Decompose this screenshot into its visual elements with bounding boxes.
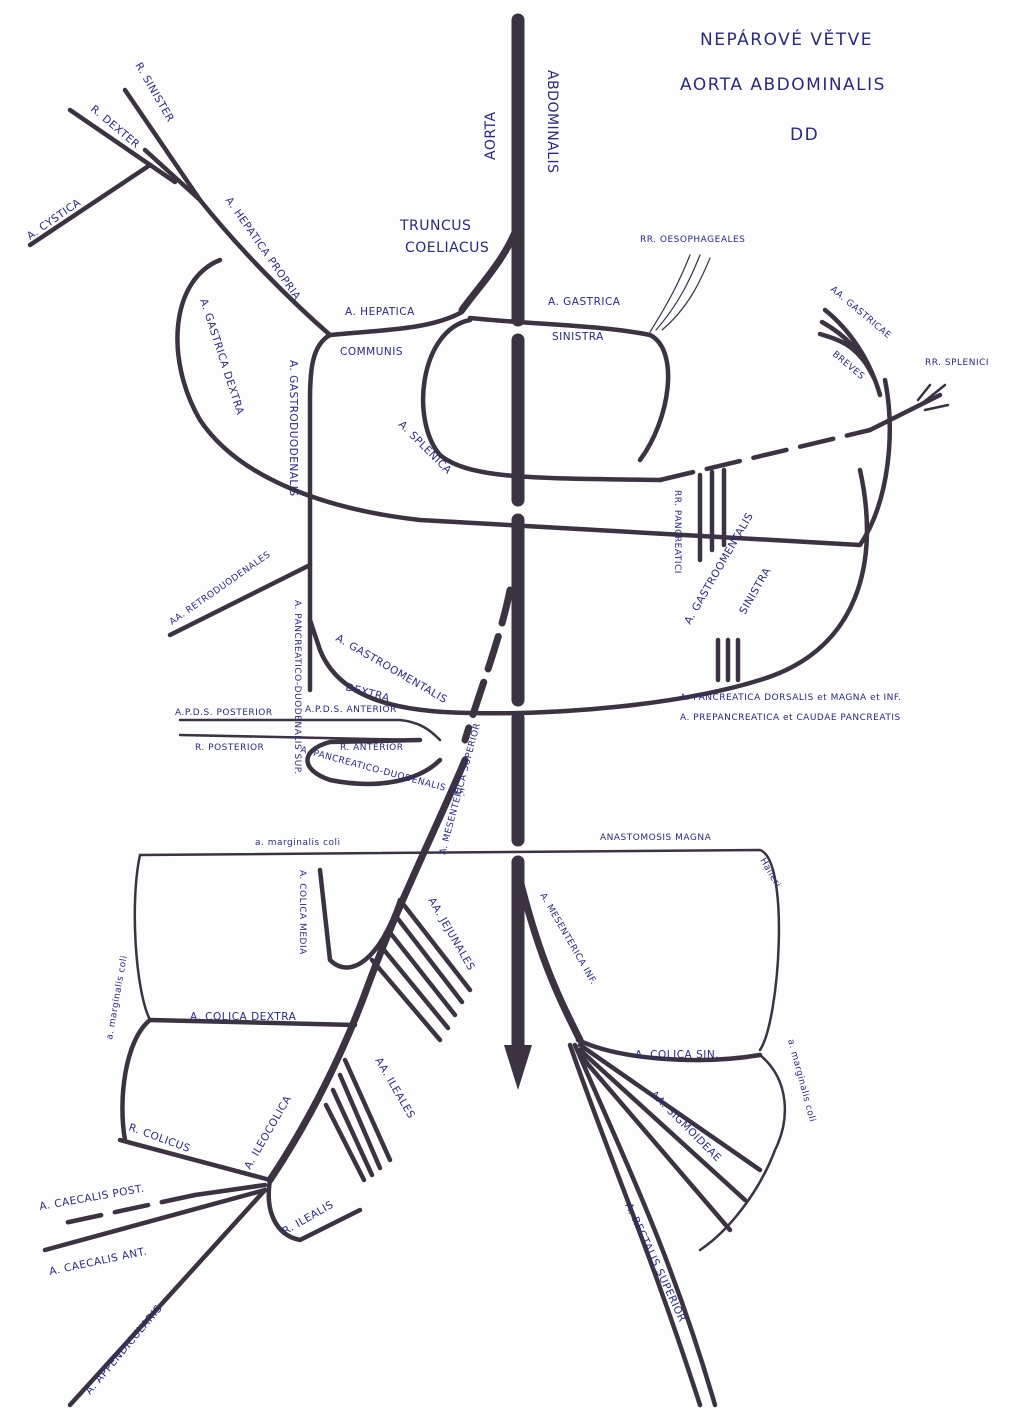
r-dexter-line: [70, 110, 175, 182]
label-colica-dextra: A. COLICA DEXTRA: [190, 1011, 297, 1023]
label-splenici: RR. SPLENICI: [925, 358, 989, 368]
label-hepatica-propria: A. HEPATICA PROPRIA: [223, 195, 304, 303]
truncus-coeliacus: [462, 225, 518, 310]
colica-dextra-line: [122, 1020, 355, 1140]
label-sinistra2: SINISTRA: [737, 565, 773, 616]
label-retroduodenales: AA. RETRODUODENALES: [168, 550, 273, 628]
pancreatica-dorsalis-lines: [718, 640, 738, 680]
label-sinistra: SINISTRA: [552, 331, 604, 343]
label-communis: COMMUNIS: [340, 346, 403, 358]
label-gastroomentalis-dex: A. GASTROOMENTALIS: [334, 632, 450, 706]
label-gastroduodenalis: A. GASTRODUODENALIS: [287, 360, 299, 497]
label-r-posterior: R. POSTERIOR: [195, 743, 264, 753]
gastrica-dextra-line: [177, 260, 889, 545]
aorta-shaft: [504, 20, 532, 1090]
label-r-anterior: R. ANTERIOR: [340, 743, 403, 753]
label-anastomosis: ANASTOMOSIS MAGNA: [600, 833, 712, 843]
pancreatici-lines: [700, 470, 724, 560]
title-initials: DD: [790, 125, 819, 145]
gastroduodenalis-line: [310, 335, 330, 690]
label-pancreatici: RR. PANCREATICI: [672, 490, 682, 574]
splenica-dash: [660, 430, 870, 480]
label-a-cystica: A. CYSTICA: [25, 196, 84, 242]
label-gastrica: A. GASTRICA: [548, 296, 621, 308]
label-appendicularis: A. APPENDICULARIS: [83, 1303, 165, 1397]
label-colica-sin: A. COLICA SIN.: [635, 1049, 719, 1061]
title-line1: NEPÁROVÉ VĚTVE: [700, 28, 873, 50]
label-truncus: TRUNCUS: [399, 218, 471, 234]
label-sigmoideae: AA. SIGMOIDEAE: [648, 1089, 724, 1165]
label-marginalis-left: a. marginalis coli: [105, 955, 130, 1041]
label-marginalis-right: a. marginalis coli: [785, 1038, 817, 1123]
marginalis-left: [135, 855, 150, 1020]
label-marginalis-top: a. marginalis coli: [255, 838, 341, 848]
label-rectalis-superior: A. RECTALIS SUPERIOR: [622, 1201, 688, 1324]
label-caecalis-ant: A. CAECALIS ANT.: [48, 1245, 148, 1277]
label-halleri: Halleri: [757, 857, 782, 890]
label-r-ilealis: R. ILEALIS: [281, 1199, 336, 1238]
label-pancreatica-dorsalis: A. PANCREATICA DORSALIS et MAGNA et INF.: [680, 693, 901, 703]
splenica-line: [423, 320, 660, 480]
label-pancreatico-inf: A. PANCREATICO-DUODENALIS INF.: [299, 745, 467, 799]
sigmoideae-lines: [580, 1045, 760, 1230]
label-oesophageales: RR. OESOPHAGEALES: [640, 235, 745, 245]
label-dextra: DEXTRA: [344, 681, 391, 704]
oesophageales-lines: [650, 255, 710, 332]
cystica-line: [30, 165, 150, 245]
splenici-branch: [870, 395, 940, 430]
label-apds-posterior: A.P.D.S. POSTERIOR: [175, 708, 273, 718]
label-hepatica: A. HEPATICA: [345, 306, 415, 318]
label-gastrica-dextra: A. GASTRICA DEXTRA: [197, 297, 246, 417]
label-ileales: AA. ILEALES: [372, 1056, 417, 1121]
label-r-sinister: R. SINISTER: [132, 61, 176, 125]
aorta-arrowhead: [504, 1045, 532, 1090]
label-abdominalis: ABDOMINALIS: [544, 70, 560, 174]
ileales-lines: [326, 1060, 390, 1180]
label-prepancreatica: A. PREPANCREATICA et CAUDAE PANCREATIS: [680, 713, 901, 723]
label-colica-media: A. COLICA MEDIA: [297, 870, 307, 955]
mesenterica-sup-dash: [465, 590, 510, 740]
label-aorta: AORTA: [483, 111, 499, 160]
label-apds-anterior: A.P.D.S. ANTERIOR: [305, 705, 397, 715]
jejunales-lines: [372, 900, 470, 1040]
label-coeliacus: COELIACUS: [405, 240, 489, 256]
title-line2: AORTA ABDOMINALIS: [680, 75, 886, 95]
